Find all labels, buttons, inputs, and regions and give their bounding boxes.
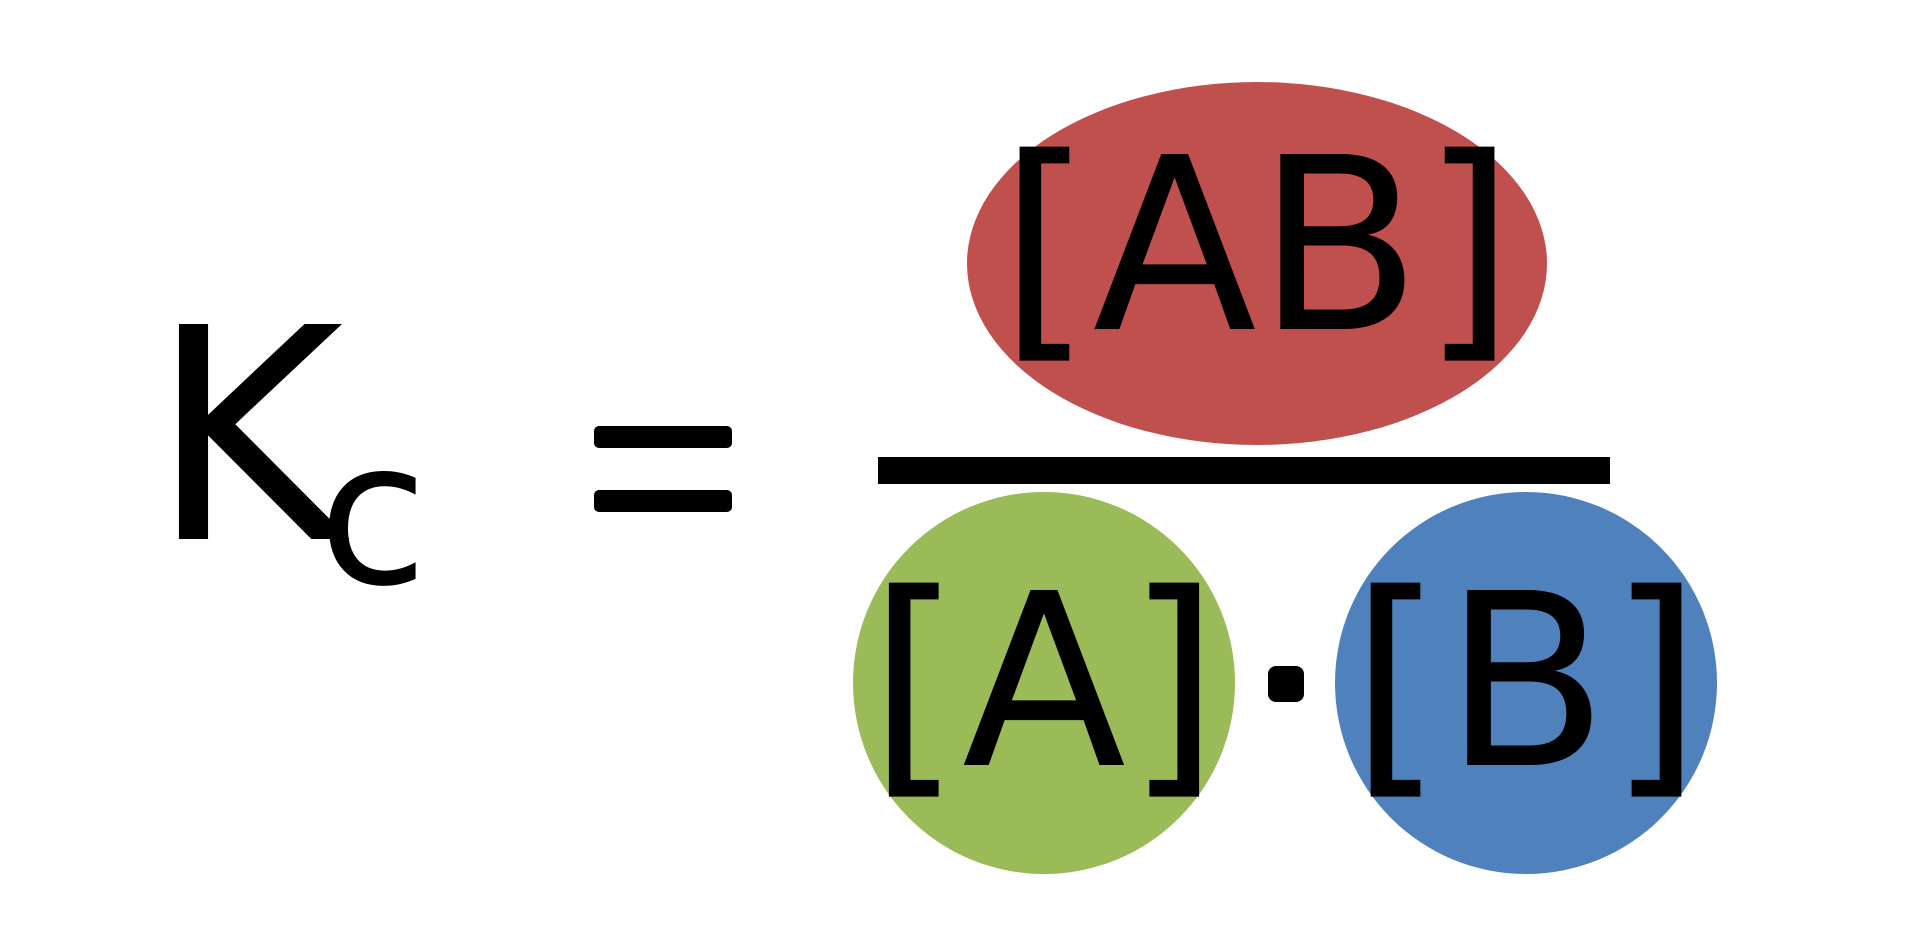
numerator-ellipse bbox=[967, 82, 1547, 445]
numerator-term-ab: [AB] bbox=[998, 106, 1516, 386]
c-subscript: c bbox=[318, 398, 428, 631]
denominator-circle-a bbox=[853, 492, 1235, 874]
k-symbol: K bbox=[150, 265, 344, 609]
equals-top-bar bbox=[594, 426, 732, 448]
denominator-term-b: [B] bbox=[1350, 542, 1702, 822]
denominator-circle-b bbox=[1335, 492, 1717, 874]
equals-bottom-bar bbox=[594, 490, 732, 512]
denominator-term-a: [A] bbox=[868, 542, 1220, 822]
fraction-bar bbox=[878, 457, 1610, 484]
multiplication-dot bbox=[1268, 666, 1304, 702]
